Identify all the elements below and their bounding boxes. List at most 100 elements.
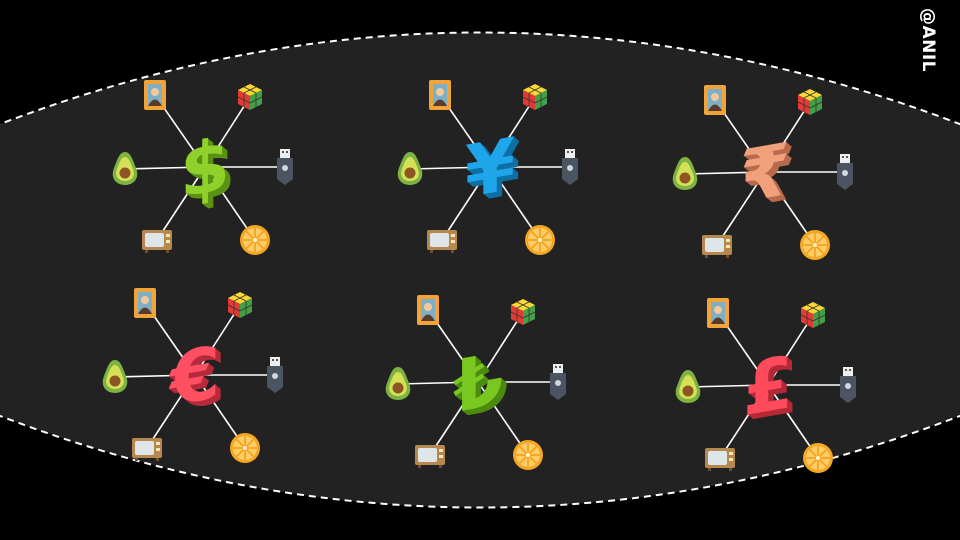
- svg-text:$: $: [183, 125, 233, 217]
- orange-slice-icon: [525, 225, 555, 255]
- television-icon: [702, 235, 732, 258]
- usb-stick-icon: [562, 149, 578, 185]
- svg-text:₹: ₹: [741, 129, 791, 221]
- svg-text:$: $: [185, 128, 235, 220]
- connector-line: [146, 374, 196, 449]
- svg-text:$: $: [182, 125, 232, 217]
- hub-cluster: ₹₹₹₹₹₹₹: [672, 85, 853, 260]
- connector-line: [429, 381, 479, 456]
- portrait-icon: [417, 295, 439, 325]
- connector-line: [477, 311, 524, 383]
- portrait-icon: [144, 80, 166, 110]
- svg-text:€: €: [169, 332, 221, 425]
- rubiks-cube-icon: [522, 84, 548, 110]
- svg-text:¥: ¥: [469, 127, 519, 219]
- svg-text:¥: ¥: [466, 124, 516, 216]
- svg-text:¥: ¥: [467, 125, 517, 217]
- avocado-icon: [385, 367, 411, 400]
- author-handle: @ANIL: [918, 8, 938, 72]
- svg-text:£: £: [745, 343, 795, 435]
- svg-text:₺: ₺: [457, 341, 507, 433]
- svg-text:€: €: [170, 333, 222, 426]
- svg-text:₺: ₺: [454, 339, 504, 431]
- connector-line: [124, 166, 206, 170]
- orange-slice-icon: [230, 433, 260, 463]
- connector-line: [441, 166, 491, 241]
- connector-line: [767, 314, 814, 386]
- yen-symbol-glyph: ¥: [465, 123, 515, 215]
- svg-text:$: $: [184, 127, 234, 219]
- connector-line: [489, 96, 536, 168]
- orange-slice-icon: [513, 440, 543, 470]
- hub-cluster: £££££££: [675, 298, 856, 473]
- svg-text:£: £: [747, 345, 797, 437]
- usb-stick-icon: [267, 357, 283, 393]
- svg-text:₹: ₹: [744, 132, 794, 224]
- lira-symbol-glyph: ₺: [453, 338, 503, 430]
- connector-line: [204, 96, 251, 168]
- avocado-icon: [102, 360, 128, 393]
- connector-line: [194, 304, 241, 376]
- television-icon: [705, 448, 735, 471]
- svg-text:€: €: [171, 333, 223, 426]
- pound-symbol-glyph: £: [743, 341, 793, 433]
- hub-cluster: ¥¥¥¥¥¥¥: [397, 80, 578, 255]
- svg-text:₺: ₺: [455, 340, 505, 432]
- svg-text:£: £: [747, 344, 797, 436]
- portrait-icon: [134, 288, 156, 318]
- avocado-icon: [675, 370, 701, 403]
- rubiks-cube-icon: [237, 84, 263, 110]
- connector-line: [409, 166, 491, 170]
- connector-line: [397, 381, 479, 385]
- connector-line: [687, 384, 769, 388]
- rubiks-cube-icon: [800, 302, 826, 328]
- svg-text:₹: ₹: [744, 131, 794, 223]
- yen-symbol: ¥¥¥¥¥¥¥: [465, 123, 520, 220]
- dashed-region: [0, 31, 960, 509]
- svg-text:₹: ₹: [745, 133, 795, 225]
- dollar-symbol-glyph: $: [180, 123, 230, 215]
- television-icon: [415, 445, 445, 468]
- television-icon: [427, 230, 457, 253]
- portrait-icon: [707, 298, 729, 328]
- svg-text:€: €: [173, 336, 225, 429]
- connector-line: [684, 171, 766, 175]
- usb-stick-icon: [840, 367, 856, 403]
- hub-cluster: €€€€€€€: [102, 288, 283, 463]
- svg-text:¥: ¥: [469, 126, 519, 218]
- avocado-icon: [672, 157, 698, 190]
- svg-text:£: £: [744, 342, 794, 434]
- hub-cluster: ₺₺₺₺₺₺₺: [385, 295, 566, 470]
- portrait-icon: [429, 80, 451, 110]
- television-icon: [132, 438, 162, 461]
- svg-text:₺: ₺: [456, 340, 506, 432]
- connector-line: [764, 101, 811, 173]
- euro-symbol: €€€€€€€: [168, 331, 225, 429]
- hub-cluster: $$$$$$$: [112, 80, 293, 255]
- svg-text:¥: ¥: [470, 128, 520, 220]
- television-icon: [142, 230, 172, 253]
- rubiks-cube-icon: [227, 292, 253, 318]
- svg-text:$: $: [184, 126, 234, 218]
- avocado-icon: [397, 152, 423, 185]
- rubiks-cube-icon: [510, 299, 536, 325]
- pound-symbol: £££££££: [743, 341, 798, 438]
- orange-slice-icon: [800, 230, 830, 260]
- connector-line: [156, 166, 206, 241]
- svg-text:₹: ₹: [743, 130, 793, 222]
- connector-line: [719, 384, 769, 459]
- svg-text:₹: ₹: [742, 130, 792, 222]
- usb-stick-icon: [277, 149, 293, 185]
- avocado-icon: [112, 152, 138, 185]
- svg-text:$: $: [181, 124, 231, 216]
- svg-text:¥: ¥: [468, 125, 518, 217]
- orange-slice-icon: [803, 443, 833, 473]
- svg-text:€: €: [172, 335, 224, 428]
- svg-text:₺: ₺: [457, 342, 507, 434]
- usb-stick-icon: [837, 154, 853, 190]
- rubiks-cube-icon: [797, 89, 823, 115]
- svg-text:£: £: [748, 346, 798, 438]
- lira-symbol: ₺₺₺₺₺₺₺: [453, 338, 508, 435]
- svg-text:£: £: [746, 343, 796, 435]
